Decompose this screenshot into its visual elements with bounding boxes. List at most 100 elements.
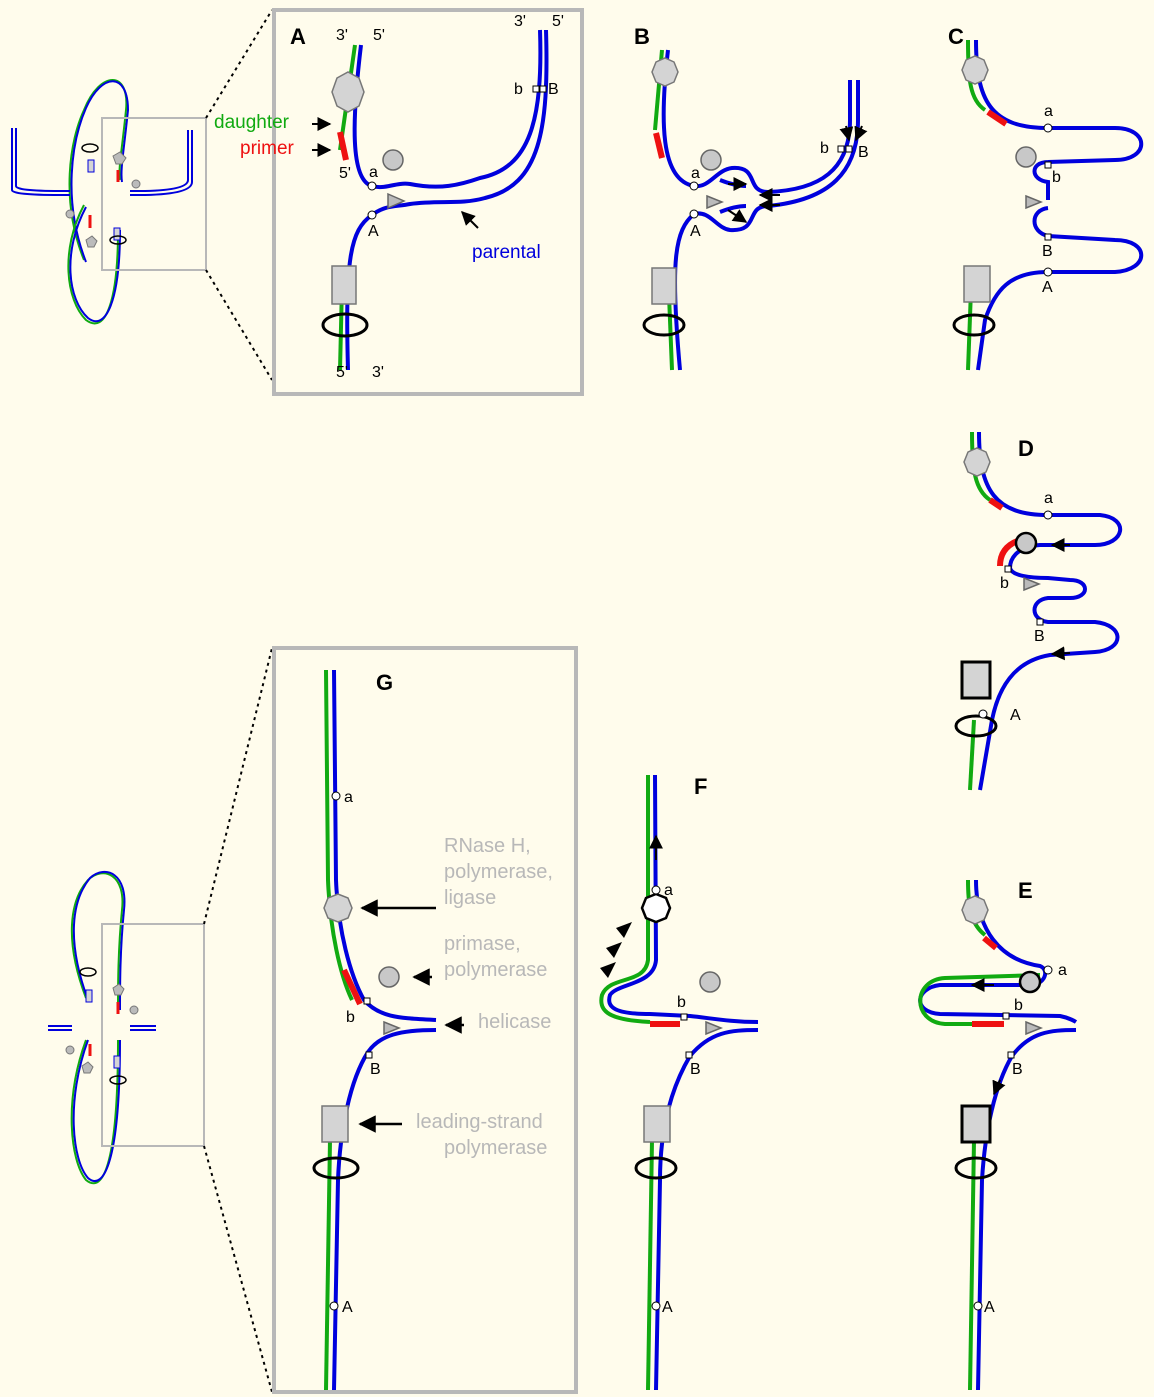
strand-end: 3' (336, 27, 348, 44)
site-A-marker (367, 210, 377, 220)
site-label: b (346, 1009, 355, 1026)
annotation-rnase: polymerase, (444, 861, 553, 883)
panel-b (653, 49, 860, 371)
primase-circle-icon (1015, 146, 1037, 168)
annotation-leading: leading-strand (416, 1111, 543, 1133)
site-label: A (984, 1299, 995, 1316)
leading-polymerase-rect-icon (963, 265, 991, 303)
strand-end: 5' (339, 165, 351, 182)
rnase-octagon-icon (331, 71, 365, 113)
site-label: b (677, 994, 686, 1011)
site-a-marker (1043, 510, 1053, 520)
clamp-ring-icon (634, 1156, 678, 1180)
site-a-marker (1043, 123, 1053, 133)
helicase-triangle-icon (1025, 1020, 1044, 1036)
panel-label-e: E (1018, 878, 1033, 903)
site-a-marker (331, 791, 341, 801)
zoom-line (203, 647, 273, 925)
panel-d (968, 431, 1122, 791)
leading-polymerase-rect-icon (960, 1104, 992, 1144)
primase-circle-icon (382, 149, 404, 171)
annotation-primase: primase, (444, 933, 521, 955)
helicase-triangle-icon (387, 192, 406, 210)
site-label: B (858, 144, 869, 161)
site-a-marker (1043, 965, 1053, 975)
site-label: a (1058, 962, 1067, 979)
site-b-marker (1004, 565, 1012, 573)
clamp-ring-icon (952, 313, 996, 337)
helicase-triangle-icon (383, 1020, 402, 1036)
primase-circle-icon (1018, 970, 1042, 994)
strand-end: 5' (373, 27, 385, 44)
site-label: A (1010, 707, 1021, 724)
legend-parental: parental (472, 242, 541, 263)
site-A-marker (689, 209, 699, 219)
site-A-marker (651, 1301, 661, 1311)
site-label: A (1042, 279, 1053, 296)
site-b-marker (680, 1013, 688, 1021)
arrowhead-icon (616, 922, 632, 938)
arrowhead-icon (727, 209, 748, 223)
leading-polymerase-rect-icon (960, 660, 992, 700)
helicase-triangle-icon (705, 1020, 724, 1036)
site-label: A (662, 1299, 673, 1316)
site-label: b (1052, 169, 1061, 186)
annotation-primase: polymerase (444, 959, 547, 981)
helicase-triangle-icon (1025, 194, 1044, 210)
panel-f (599, 774, 759, 1391)
site-b-marker (1002, 1012, 1010, 1020)
overview-bottom (48, 870, 205, 1185)
panel-label-b: B (634, 24, 650, 49)
site-label: B (1012, 1061, 1023, 1078)
clamp-ring-icon (312, 1156, 360, 1180)
site-label: a (1044, 490, 1053, 507)
site-A-marker (1043, 267, 1053, 277)
panel-label-d: D (1018, 436, 1034, 461)
site-label: B (370, 1061, 381, 1078)
site-label: A (368, 223, 379, 240)
arrowhead-icon (992, 1079, 1006, 1096)
strand-end: 5' (336, 364, 348, 381)
site-B-marker (685, 1051, 693, 1059)
panel-a-frame (272, 8, 584, 396)
rnase-octagon-icon (651, 57, 679, 87)
overview-top (11, 79, 207, 325)
site-A-marker (973, 1301, 983, 1311)
zoom-line (203, 1145, 273, 1393)
strand-end: 3' (514, 13, 526, 30)
arrowhead-icon (839, 125, 854, 142)
strand-end: 5' (552, 13, 564, 30)
clamp-ring-icon (321, 312, 369, 338)
site-b-marker (837, 145, 845, 153)
site-label: a (691, 165, 700, 182)
helicase-triangle-icon (1023, 576, 1042, 592)
site-label: A (690, 223, 701, 240)
site-b-marker (363, 997, 371, 1005)
legend-daughter: daughter (214, 112, 290, 133)
arrowhead-icon (854, 125, 868, 142)
arrowhead-icon (606, 942, 622, 958)
clamp-ring-icon (954, 1156, 998, 1180)
site-label: b (1000, 575, 1009, 592)
site-label: b (820, 140, 829, 157)
leading-polymerase-rect-icon (331, 265, 357, 305)
rnase-octagon-icon (963, 447, 991, 477)
site-label: a (344, 789, 353, 806)
panel-label-a: A (290, 24, 306, 49)
site-B-marker (1036, 618, 1044, 626)
site-label: B (548, 81, 559, 98)
site-B-marker (365, 1051, 373, 1059)
clamp-ring-icon (954, 714, 998, 738)
site-B-marker (1044, 233, 1052, 241)
primase-circle-icon (699, 971, 721, 993)
site-label: a (664, 882, 673, 899)
annotation-leading: polymerase (444, 1137, 547, 1159)
primase-circle-icon (700, 149, 722, 171)
annotation-rnase: RNase H, (444, 835, 531, 857)
site-A-marker (329, 1301, 339, 1311)
site-label: a (1044, 103, 1053, 120)
site-B-marker (1007, 1051, 1015, 1059)
site-label: B (690, 1061, 701, 1078)
site-B-marker (539, 85, 547, 93)
